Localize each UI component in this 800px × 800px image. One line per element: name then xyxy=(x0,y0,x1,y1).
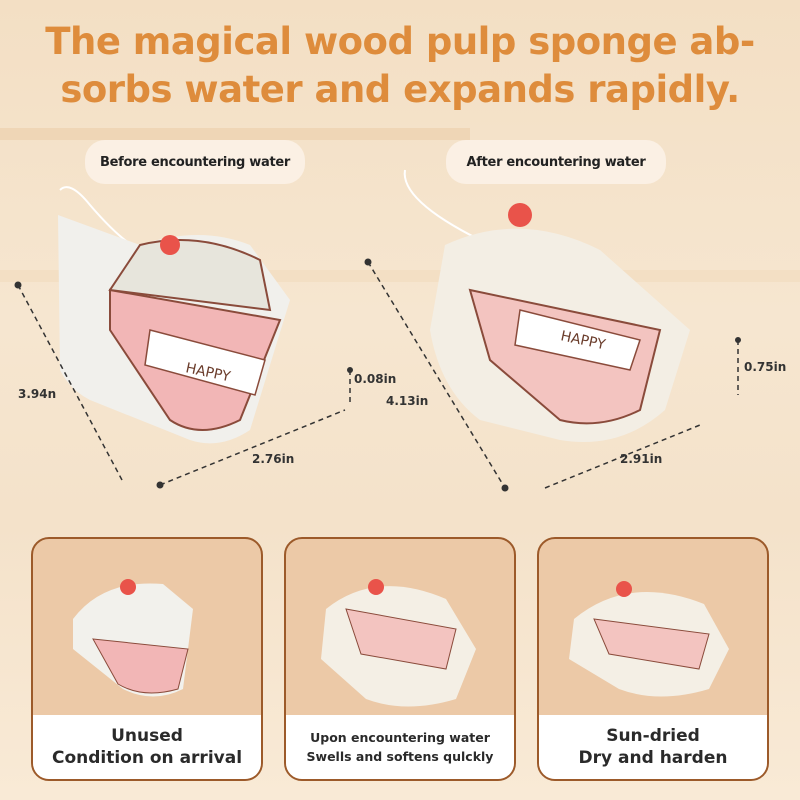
before-width-label: 2.76in xyxy=(252,452,295,466)
card-caption-line-1: Sun-dried xyxy=(606,726,700,746)
headline-line-2: sorbs water and expands rapidly. xyxy=(60,68,740,111)
after-width-label: 2.91in xyxy=(620,452,663,466)
before-sponge xyxy=(58,186,290,444)
card-caption-line-2: Condition on arrival xyxy=(51,748,243,768)
after-sponge xyxy=(403,169,690,442)
before-height-label: 3.94n xyxy=(18,387,57,401)
card-caption-line-1: Unused xyxy=(111,726,183,746)
product-illustration: HAPPY HAPPY xyxy=(14,169,741,492)
card-caption-line-2: Swells and softens qulckly xyxy=(306,749,494,764)
before-label: Before encountering water xyxy=(85,140,305,184)
after-label: After encountering water xyxy=(446,140,666,184)
card-caption-line-1: Upon encountering water xyxy=(310,730,490,745)
dimension-lines xyxy=(17,261,739,489)
before-thickness-label: 0.08in xyxy=(354,372,397,386)
sponge-photo-wet xyxy=(286,539,514,717)
headline: The magical wood pulp sponge ab- sorbs w… xyxy=(0,18,800,114)
sponge-photo-unused xyxy=(33,539,261,717)
shelf xyxy=(0,128,470,140)
sponge-photo-dried xyxy=(539,539,767,717)
headline-line-1: The magical wood pulp sponge ab- xyxy=(45,20,755,63)
after-thickness-label: 0.75in xyxy=(744,360,787,374)
after-height-label: 4.13in xyxy=(386,394,429,408)
card-caption-line-2: Dry and harden xyxy=(578,748,728,768)
